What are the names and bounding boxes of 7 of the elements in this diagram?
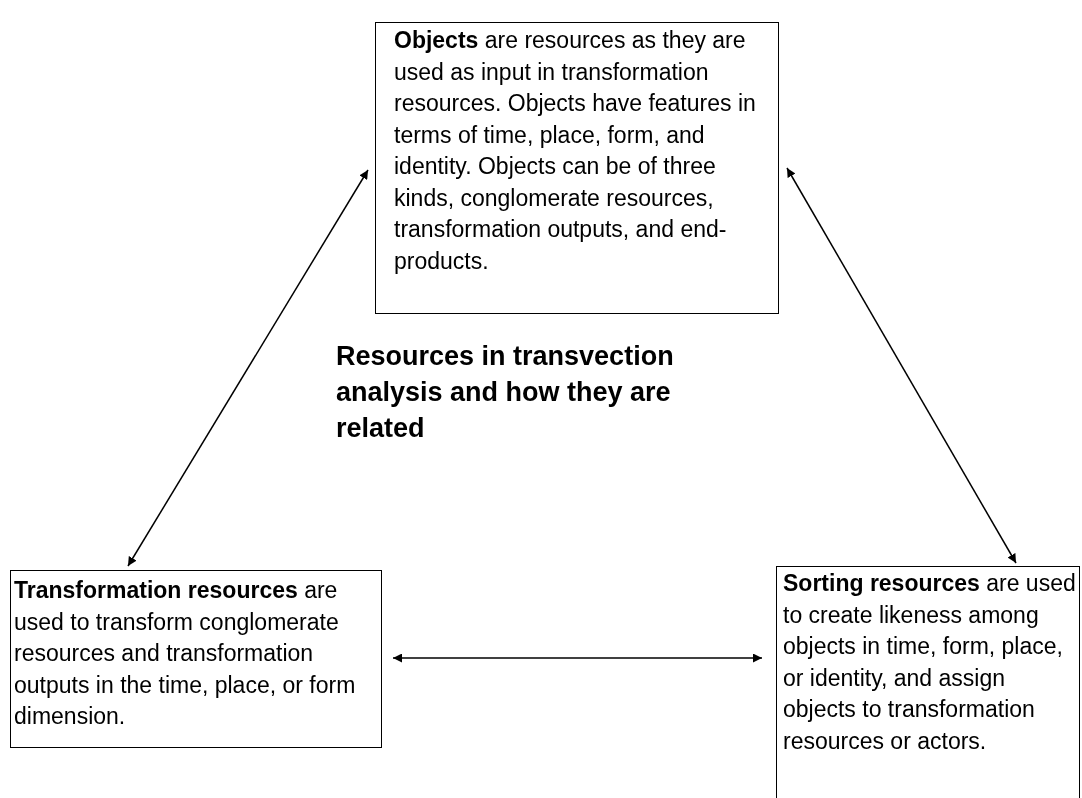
double-arrow — [392, 653, 763, 663]
double-arrow — [127, 169, 369, 567]
diagram-title: Resources in transvection analysis and how they are related — [336, 340, 675, 445]
text-box: Sorting resources are used to create likeness among objects in time, form, place, or identity, and assign objects to transformation resources or actors. — [776, 566, 1080, 798]
text-box: Transformation resources are used to transform conglomerate resources and transformation outputs in the time, place, or form dimension. — [10, 570, 382, 748]
text-box: Objects are resources as they are used as input in transformation resources. Objects have features in terms of time, place, form, and identity. Objects can be of three kinds, conglomerate resources, transformation outputs, and end-products. — [375, 22, 779, 314]
double-arrow — [786, 167, 1017, 564]
